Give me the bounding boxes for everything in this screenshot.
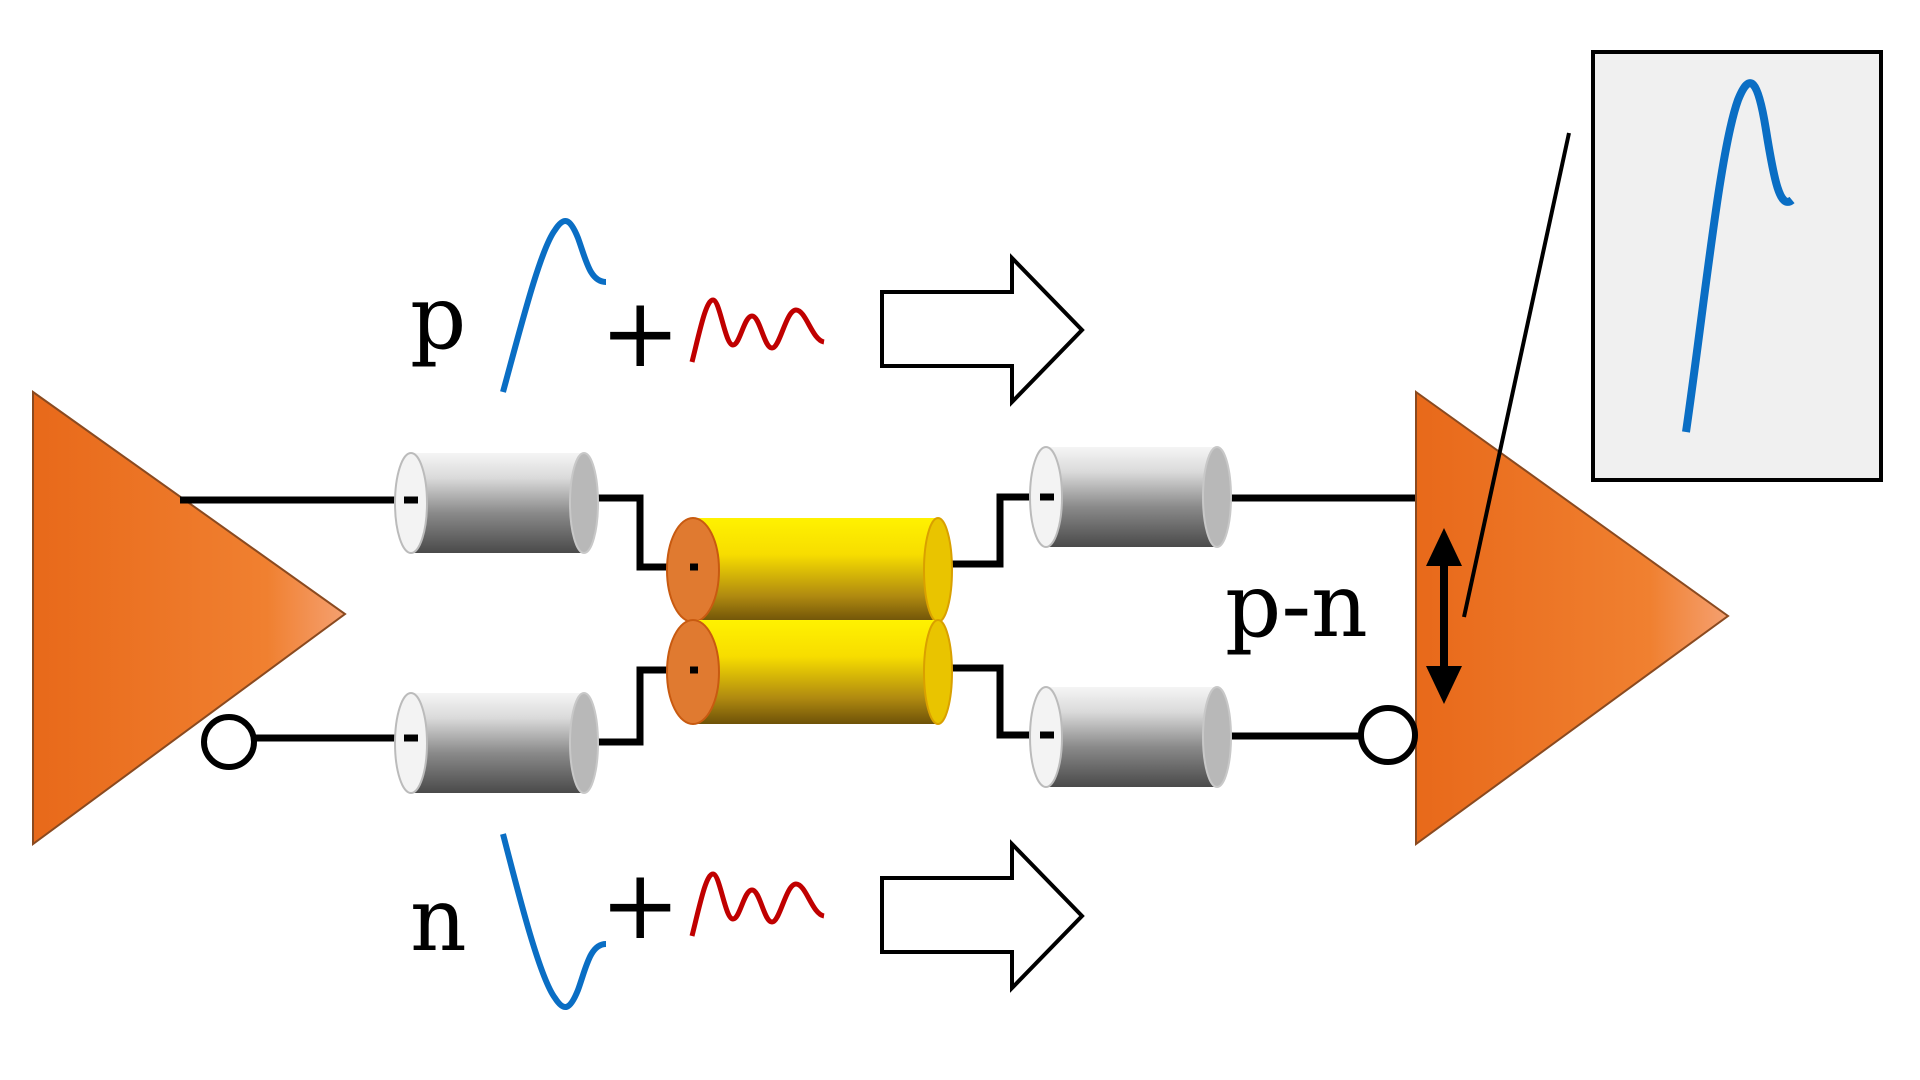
driver-amplifier xyxy=(32,390,347,846)
wire-p-jog-out xyxy=(940,493,1052,568)
label-p: p xyxy=(410,266,466,369)
connector-bottom-left xyxy=(394,692,599,794)
label-n: n xyxy=(410,868,467,971)
label-plus-top: + xyxy=(600,277,680,389)
wires xyxy=(180,493,1416,746)
inset-recovered-signal xyxy=(1682,79,1795,433)
wire-n-jog-out xyxy=(940,664,1052,739)
driver-inverting-output-bubble xyxy=(201,714,257,770)
label-p-minus-n: p-n xyxy=(1225,554,1368,657)
signal-p-pulse xyxy=(500,218,607,393)
inset-leader-line xyxy=(1462,132,1571,618)
noise-bottom-wave xyxy=(689,871,826,937)
arrow-top-right xyxy=(880,253,1085,407)
connector-top-left xyxy=(394,452,599,554)
receiver-amplifier xyxy=(1415,390,1730,846)
label-plus-bottom: + xyxy=(600,849,680,961)
differential-double-arrow xyxy=(1426,528,1462,704)
cable-pins xyxy=(690,563,698,674)
noise-top-wave xyxy=(689,297,826,363)
signal-n-pulse xyxy=(500,833,607,1010)
cable-top xyxy=(666,517,953,623)
inset-box xyxy=(1591,50,1883,482)
connector-pins xyxy=(404,493,1054,742)
arrow-bottom-right xyxy=(880,839,1085,993)
cable-bottom xyxy=(666,619,953,725)
connector-top-right xyxy=(1029,446,1232,548)
connector-bottom-right xyxy=(1029,686,1232,788)
receiver-inverting-input-bubble xyxy=(1358,705,1418,765)
